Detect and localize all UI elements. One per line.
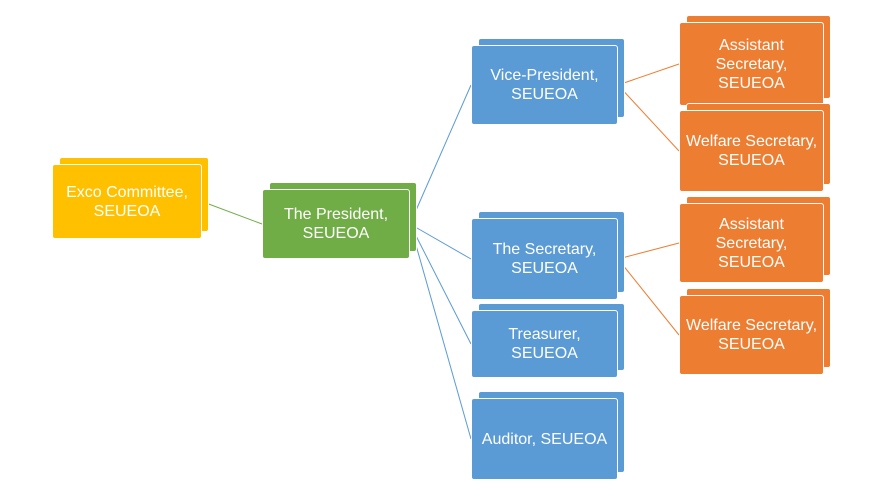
node-sec-welfare-secretary: Welfare Secretary, SEUEOA	[679, 295, 824, 375]
node-exco-committee: Exco Committee, SEUEOA	[52, 164, 202, 239]
connector-president-to-secretary	[409, 223, 472, 260]
connector-vice_president-to-vp_welfare_secretary	[617, 84, 680, 152]
node-vp-welfare-secretary: Welfare Secretary, SEUEOA	[679, 110, 824, 192]
connector-president-to-treasurer	[409, 223, 472, 345]
node-president: The President, SEUEOA	[262, 189, 410, 259]
connector-secretary-to-sec_welfare_secretary	[617, 258, 680, 336]
node-treasurer: Treasurer, SEUEOA	[471, 310, 618, 378]
node-auditor: Auditor, SEUEOA	[471, 398, 618, 480]
node-secretary: The Secretary, SEUEOA	[471, 218, 618, 300]
connector-secretary-to-sec_assistant_secretary	[617, 242, 680, 260]
node-vice-president: Vice-President, SEUEOA	[471, 45, 618, 125]
connector-vice_president-to-vp_assistant_secretary	[617, 63, 680, 86]
node-vp-assistant-secretary: Assistant Secretary, SEUEOA	[679, 22, 824, 106]
connector-exco-to-president	[201, 201, 263, 225]
connector-president-to-auditor	[409, 223, 472, 440]
node-sec-assistant-secretary: Assistant Secretary, SEUEOA	[679, 203, 824, 283]
connector-president-to-vice_president	[409, 84, 472, 225]
